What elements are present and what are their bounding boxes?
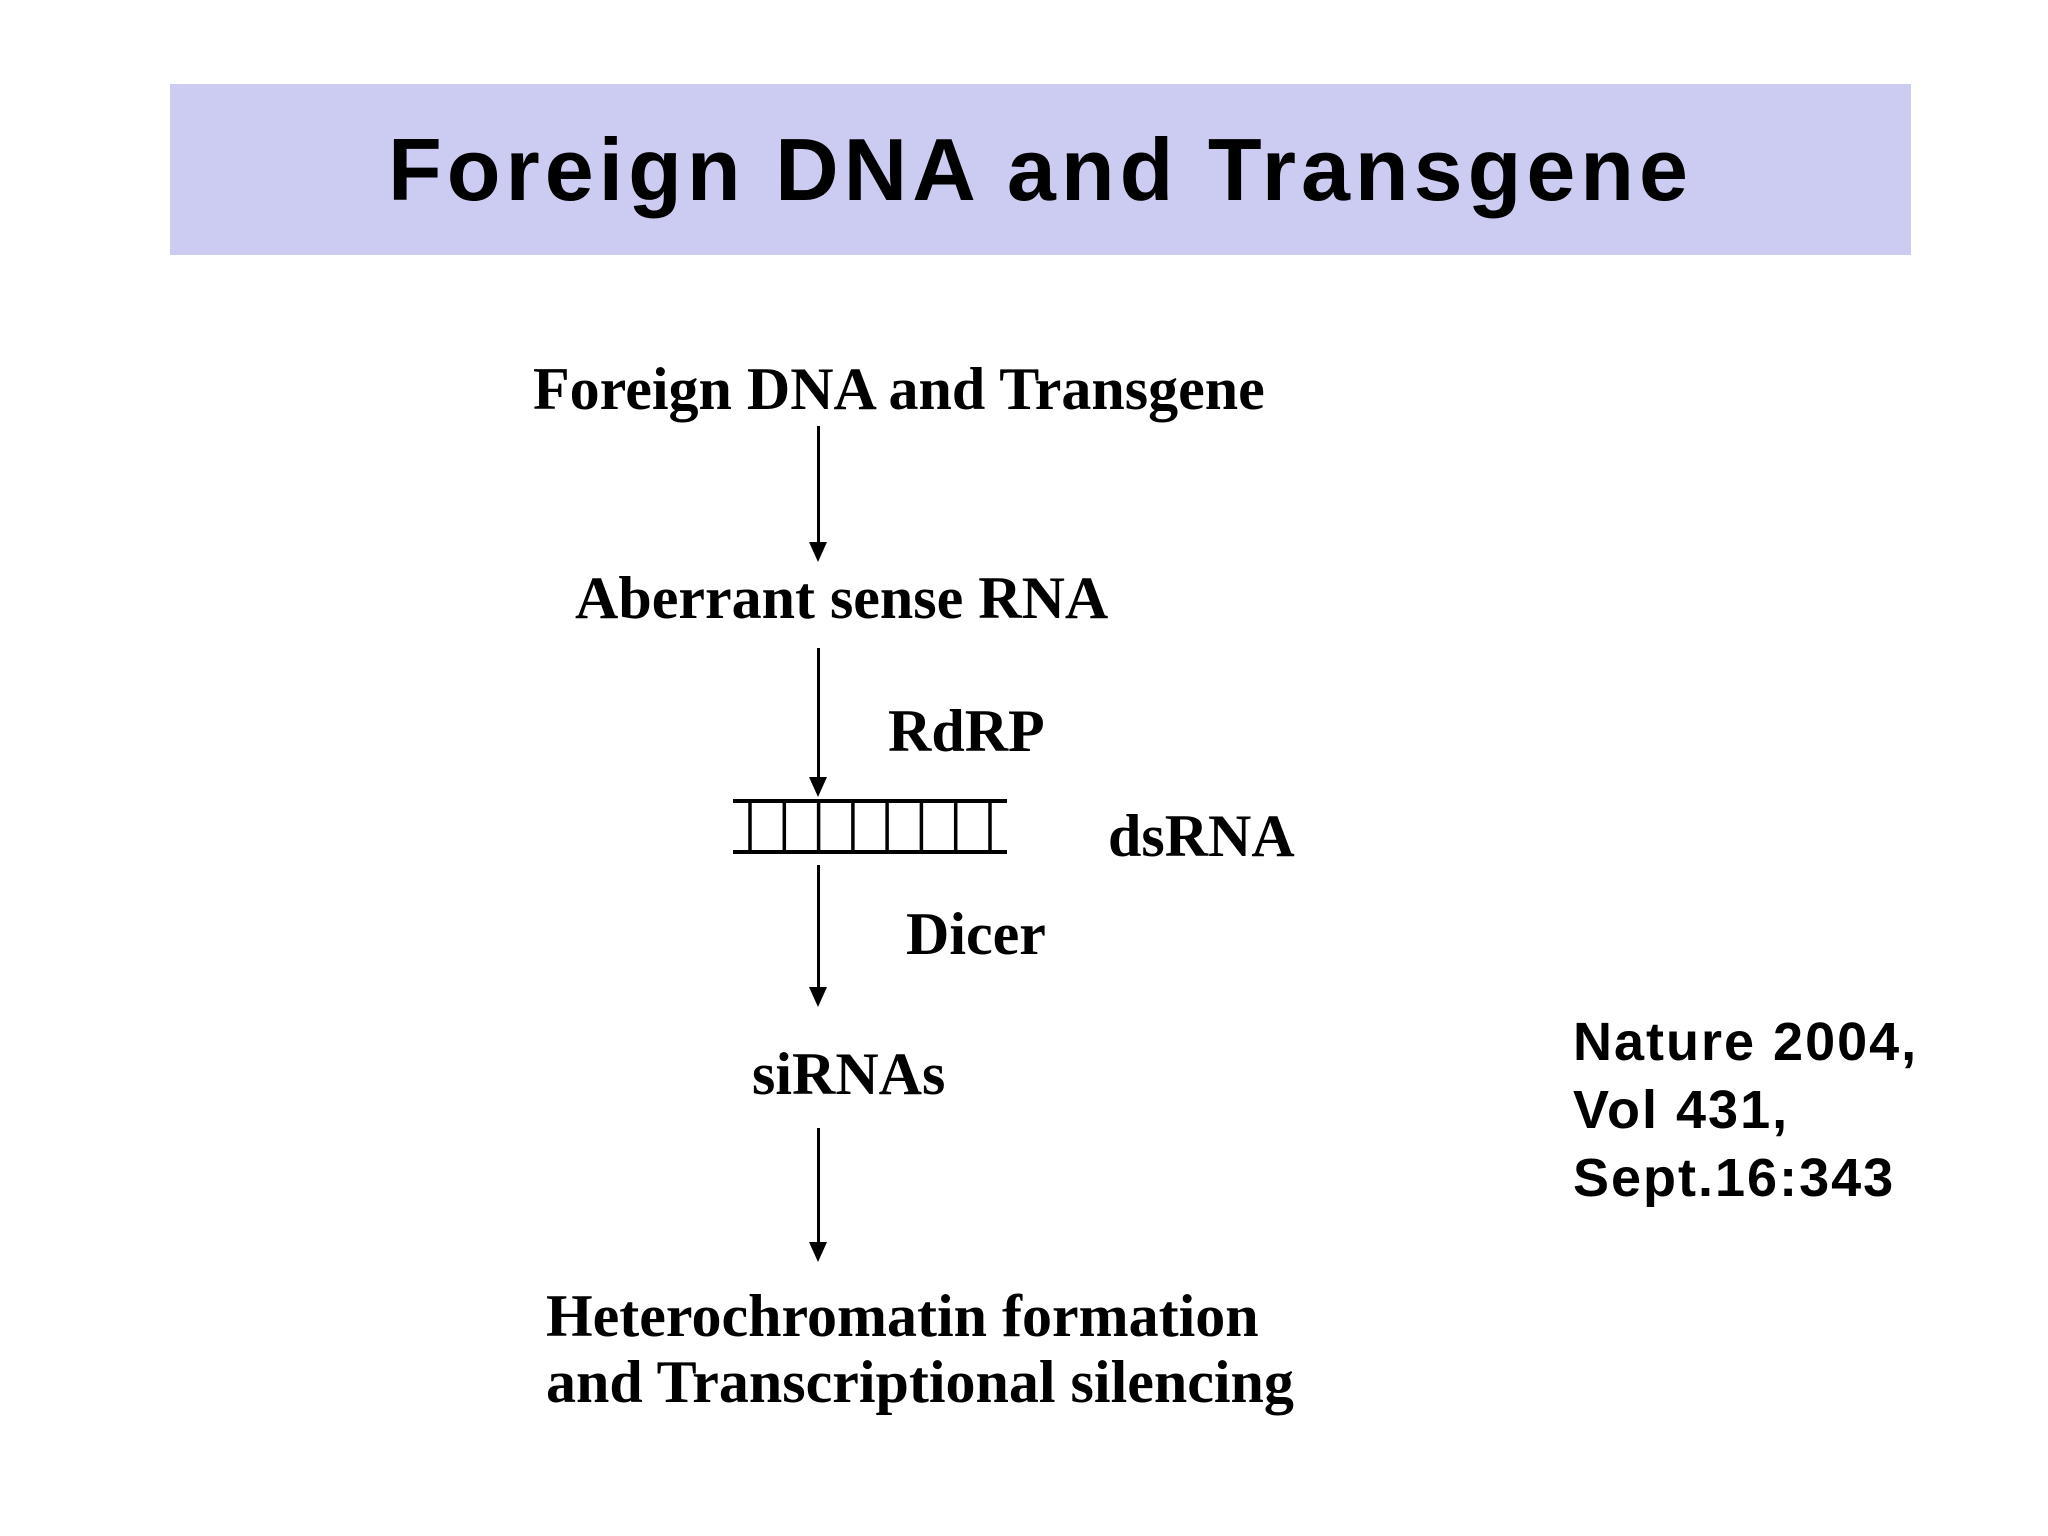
down-arrow-icon [809,1128,827,1262]
down-arrow-icon [809,426,827,562]
dsrna-ladder-icon [733,799,1007,854]
citation-line-3: Sept.16:343 [1573,1148,1896,1208]
citation: Nature 2004, Vol 431, Sept.16:343 [1573,1008,1918,1212]
outcome-line-2: and Transcriptional silencing [546,1349,1294,1415]
down-arrow-icon [809,865,827,1007]
citation-line-1: Nature 2004, [1573,1012,1919,1072]
arrow-head [809,987,827,1007]
arrow-shaft [816,1128,820,1242]
flow-node-sirnas: siRNAs [752,1041,946,1107]
citation-line-2: Vol 431, [1573,1080,1790,1140]
flow-node-foreign-dna: Foreign DNA and Transgene [533,356,1265,422]
arrow-shaft [816,648,820,777]
flow-node-dsrna: dsRNA [1108,803,1295,869]
down-arrow-icon [809,648,827,797]
edge-label-dicer: Dicer [906,901,1046,967]
arrow-head [809,777,827,797]
arrow-shaft [816,426,820,542]
title-banner: Foreign DNA and Transgene [170,84,1911,255]
outcome-line-1: Heterochromatin formation [546,1283,1259,1349]
flow-node-outcome: Heterochromatin formation and Transcript… [546,1283,1294,1415]
edge-label-rdrp: RdRP [888,698,1045,764]
arrow-shaft [816,865,820,987]
arrow-head [809,542,827,562]
arrow-head [809,1242,827,1262]
slide-title: Foreign DNA and Transgene [387,119,1693,219]
flow-node-aberrant-rna: Aberrant sense RNA [575,565,1109,631]
